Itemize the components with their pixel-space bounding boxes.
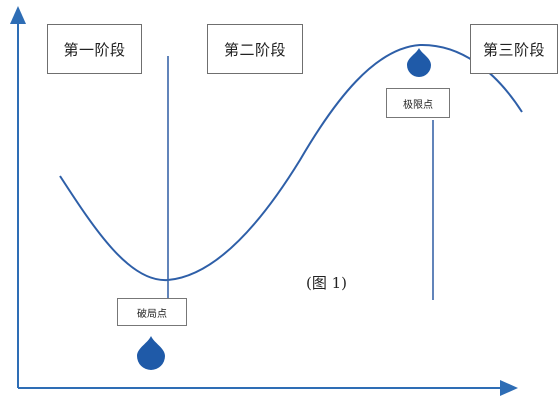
stage-one-label: 第一阶段 bbox=[47, 24, 142, 74]
peak-drop-icon bbox=[407, 48, 431, 77]
trough-drop-icon bbox=[137, 336, 165, 370]
stage-two-label: 第二阶段 bbox=[207, 24, 303, 74]
peak-point-label: 极限点 bbox=[386, 88, 450, 118]
figure-caption: (图 1) bbox=[306, 274, 348, 292]
trough-point-label: 破局点 bbox=[117, 298, 187, 326]
stage-three-label: 第三阶段 bbox=[470, 24, 558, 74]
s-curve bbox=[59, 43, 523, 282]
